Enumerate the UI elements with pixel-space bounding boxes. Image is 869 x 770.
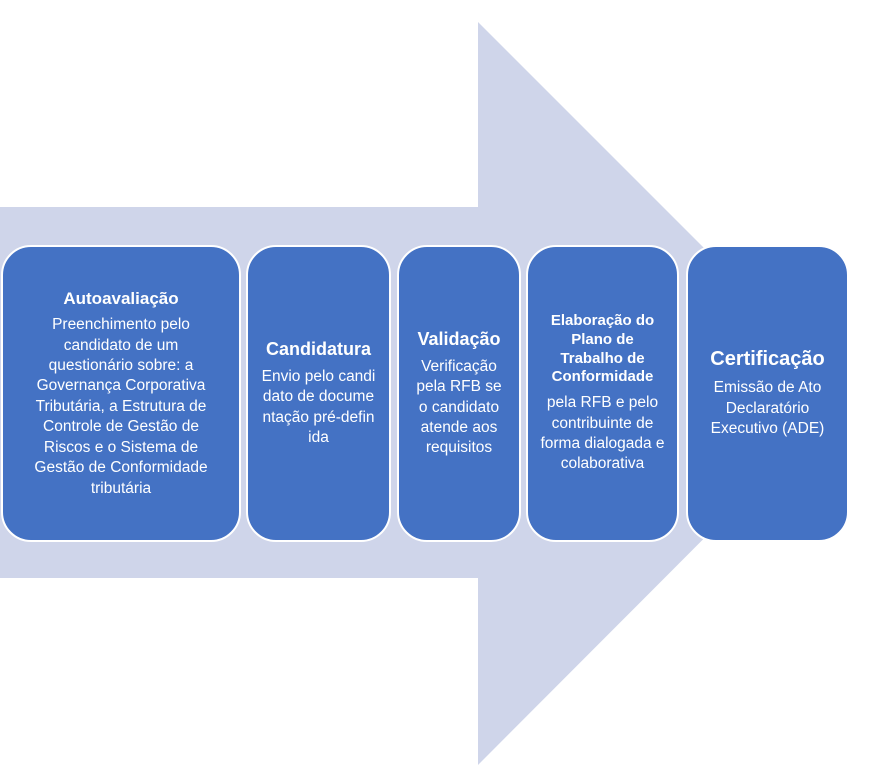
step-title: Autoavaliação <box>63 288 179 308</box>
step-autoavaliacao: Autoavaliação Preenchimento pelo candida… <box>1 245 241 542</box>
step-title: Candidatura <box>265 339 371 360</box>
step-body: Preenchimento pelo candidato de um quest… <box>34 316 208 497</box>
step-body: Emissão de Ato Declaratório Executivo (A… <box>710 379 825 438</box>
step-plano-trabalho: Elaboração do Plano de Trabalho de Confo… <box>526 245 679 542</box>
step-body: pela RFB e pelo contribuinte de forma di… <box>540 394 665 473</box>
step-certificacao: Certificação Emissão de Ato Declaratório… <box>686 245 849 542</box>
step-body: Envio pelo candidato de documentação pré… <box>261 367 376 447</box>
step-title: Certificação <box>710 348 825 371</box>
step-validacao: Validação Verificação pela RFB se o cand… <box>397 245 521 542</box>
step-title: Elaboração do Plano de Trabalho de Confo… <box>550 312 655 386</box>
step-title: Validação <box>417 329 501 350</box>
step-body: Verificação pela RFB se o candidato aten… <box>416 357 502 457</box>
step-candidatura: Candidatura Envio pelo candidato de docu… <box>246 245 391 542</box>
